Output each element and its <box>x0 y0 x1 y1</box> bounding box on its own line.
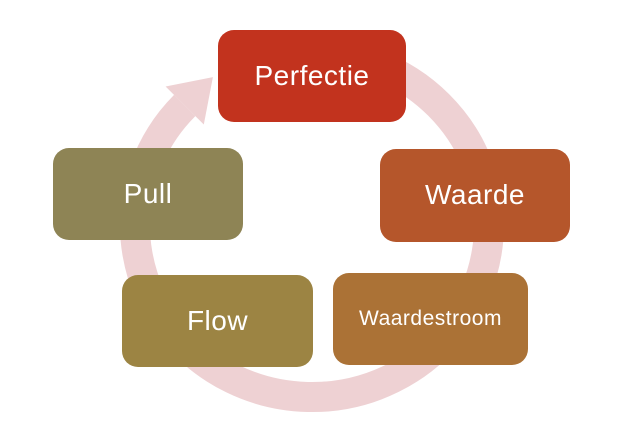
node-flow-label: Flow <box>186 304 249 336</box>
cycle-arrow-shaft <box>120 38 504 412</box>
node-perfectie-label: Perfectie <box>254 59 370 91</box>
node-waarde-label: Waarde <box>424 179 525 211</box>
cycle-arrowhead-icon <box>165 77 213 125</box>
node-pull-label: Pull <box>123 177 173 209</box>
node-pull: Pull <box>53 148 243 240</box>
node-waardestroom-label: Waardestroom <box>359 307 502 331</box>
node-waarde: Waarde <box>380 149 570 242</box>
node-flow: Flow <box>122 275 313 367</box>
node-perfectie: Perfectie <box>218 30 406 122</box>
node-waardestroom: Waardestroom <box>333 273 528 365</box>
